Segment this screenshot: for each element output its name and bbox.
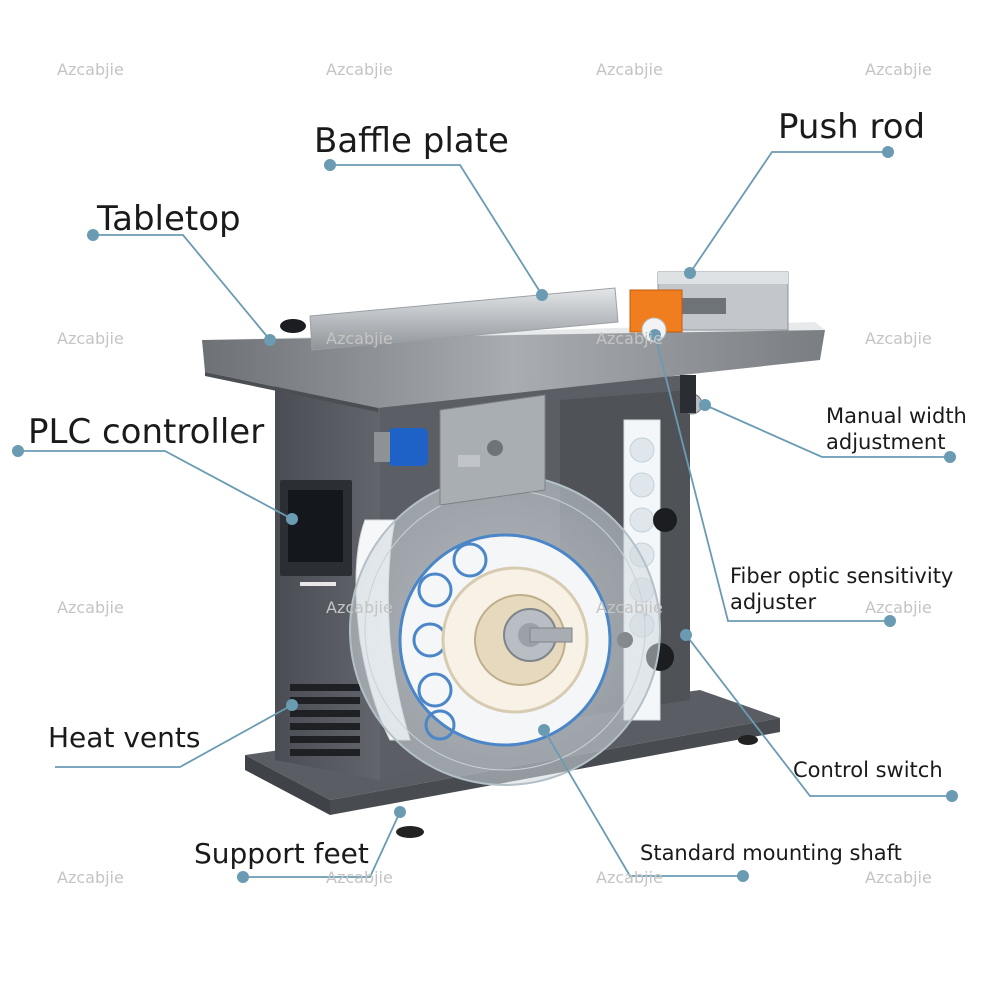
watermark: Azcabjie [326, 60, 393, 79]
connector-dot [699, 399, 711, 411]
watermark: Azcabjie [57, 868, 124, 887]
baffle-plate [309, 287, 619, 351]
watermark: Azcabjie [596, 329, 663, 348]
connector-dot [944, 451, 956, 463]
watermark: Azcabjie [596, 598, 663, 617]
label-control-switch: Control switch [793, 758, 943, 782]
tabletop-front [202, 330, 825, 408]
connector-dot [680, 629, 692, 641]
connector-dot [237, 871, 249, 883]
connector-dot [882, 146, 894, 158]
label-plc-controller: PLC controller [28, 412, 265, 452]
watermark: Azcabjie [596, 60, 663, 79]
watermark: Azcabjie [57, 60, 124, 79]
label-baffle-plate: Baffle plate [314, 121, 509, 161]
watermark: Azcabjie [865, 598, 932, 617]
support-foot [738, 735, 758, 745]
connector-dot [946, 790, 958, 802]
watermark: Azcabjie [326, 868, 393, 887]
connector-dot [394, 806, 406, 818]
label-manual-width-line2: adjustment [826, 430, 946, 454]
connector-dot [286, 513, 298, 525]
label-push-rod: Push rod [778, 107, 926, 147]
connector-dot [684, 267, 696, 279]
watermark: Azcabjie [865, 60, 932, 79]
label-fiber-optic-line2: adjuster [730, 590, 817, 614]
connector-dot [87, 229, 99, 241]
watermark: Azcabjie [596, 868, 663, 887]
connector-dot [264, 334, 276, 346]
watermark: Azcabjie [326, 598, 393, 617]
heat-vents-grille [290, 684, 360, 756]
label-manual-width-line1: Manual width [826, 404, 967, 428]
connector-dot [737, 870, 749, 882]
connector-dot [884, 615, 896, 627]
watermark: Azcabjie [57, 598, 124, 617]
connector-dot [324, 159, 336, 171]
label-heat-vents: Heat vents [48, 721, 201, 754]
watermark: Azcabjie [326, 329, 393, 348]
blue-roller [388, 428, 428, 466]
leader-lines [18, 151, 952, 878]
watermark: Azcabjie [865, 868, 932, 887]
mounting-shaft [529, 627, 573, 643]
label-fiber-optic-line1: Fiber optic sensitivity [730, 564, 954, 588]
label-tabletop: Tabletop [97, 199, 241, 239]
connector-dot [536, 289, 548, 301]
connector-dot [286, 699, 298, 711]
support-foot [396, 826, 424, 838]
label-support-feet: Support feet [194, 837, 369, 870]
watermark: Azcabjie [865, 329, 932, 348]
plc-screen [288, 490, 343, 562]
connector-dot [12, 445, 24, 457]
knob [653, 508, 677, 532]
label-standard-mounting-shaft: Standard mounting shaft [640, 841, 902, 865]
connector-dot [538, 724, 550, 736]
watermark: Azcabjie [57, 329, 124, 348]
connector-dot [649, 329, 661, 341]
